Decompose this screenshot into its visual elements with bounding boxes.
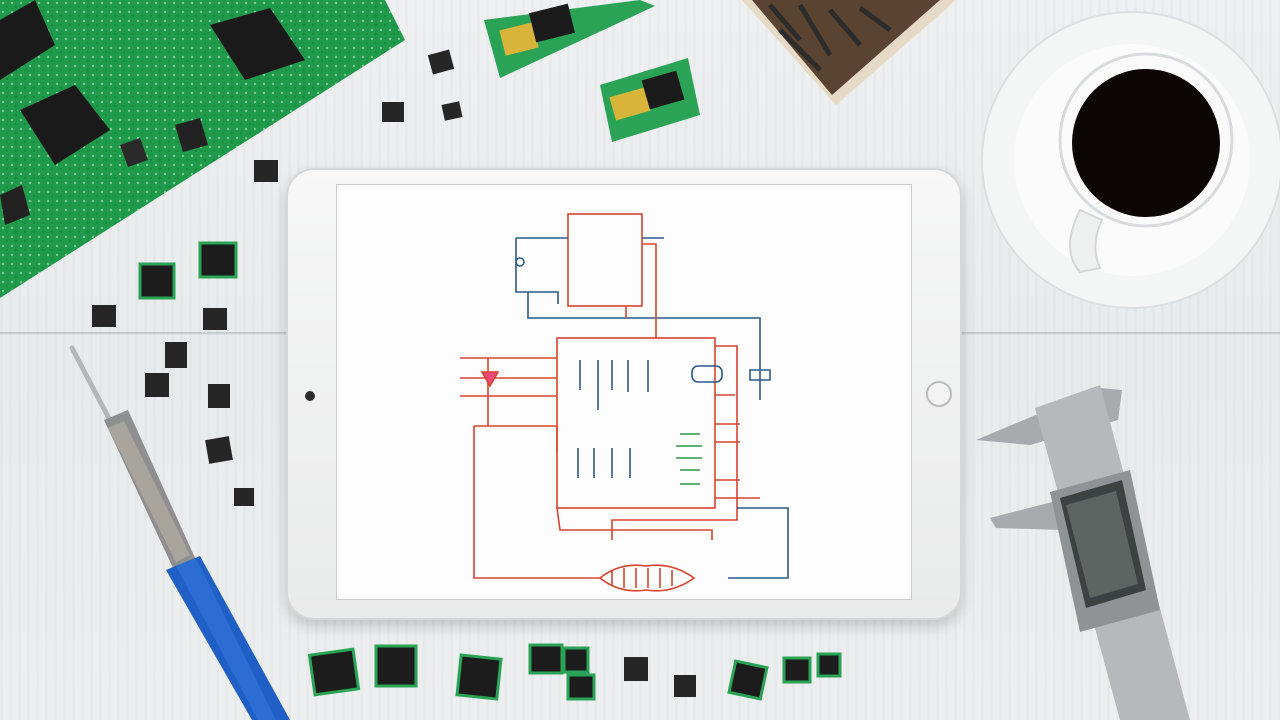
home-button[interactable] — [926, 381, 952, 407]
digital-caliper-icon — [976, 385, 1190, 720]
component-box-icon — [742, 0, 955, 105]
microchip-icon — [92, 49, 463, 506]
circuit-board-icon — [0, 0, 405, 298]
soldering-iron-icon — [69, 345, 290, 720]
camera-icon — [305, 391, 315, 401]
module-board-icon — [484, 0, 700, 142]
coffee-cup-icon — [981, 11, 1280, 309]
microchip-row-icon — [307, 643, 842, 701]
